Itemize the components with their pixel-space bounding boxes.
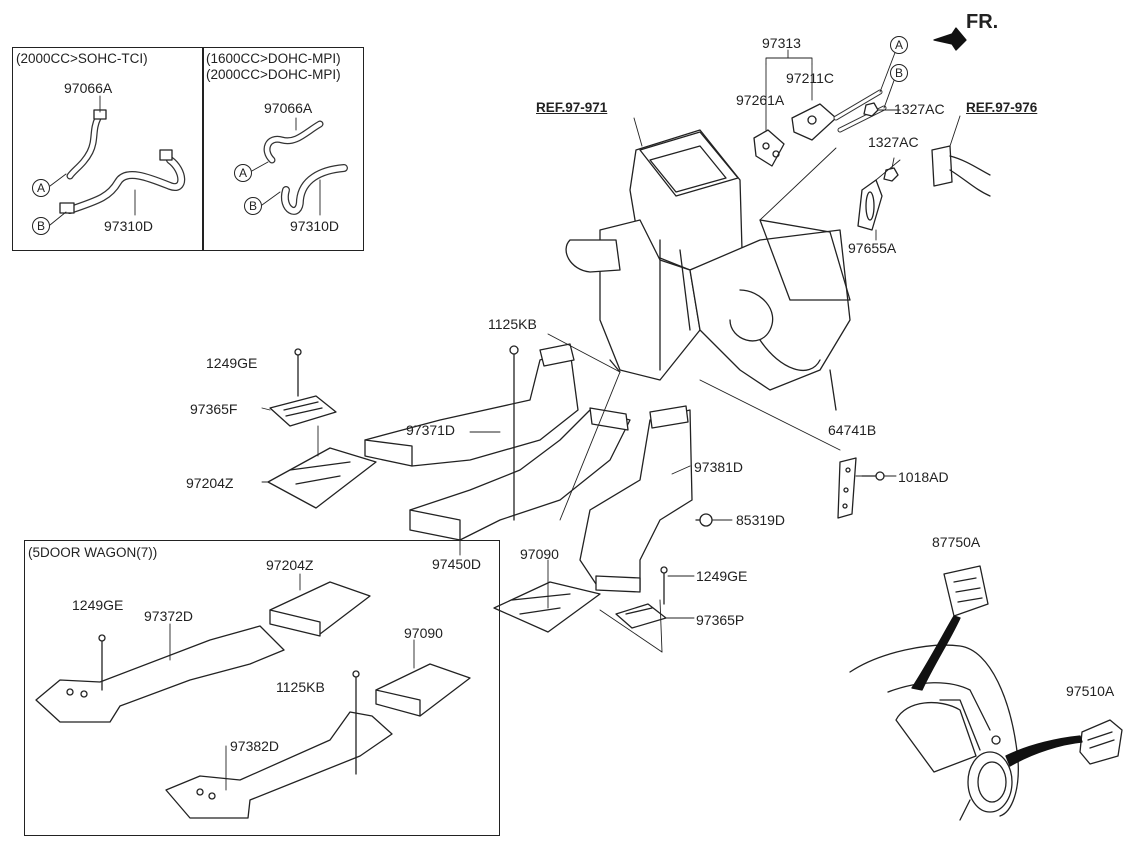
- part-1249GE-lower: 1249GE: [696, 568, 748, 584]
- part-97510A: 97510A: [1066, 683, 1115, 699]
- callout-swoosh-97510A: [1005, 735, 1083, 767]
- hose-variant-box: [12, 47, 364, 251]
- condition-2000-dohc: (2000CC>DOHC-MPI): [206, 67, 341, 82]
- hose-left-lower: [59, 149, 186, 214]
- front-direction-label: FR.: [966, 11, 999, 33]
- hose-variant-divider: [202, 47, 204, 251]
- condition-5door-wagon: (5DOOR WAGON(7)): [28, 545, 158, 560]
- wagon-part-97382D: 97382D: [230, 738, 280, 754]
- marker-b-right: B: [244, 197, 262, 215]
- part-85319D: 85319D: [736, 512, 786, 528]
- duct-97382D: [165, 711, 393, 819]
- marker-b-top: B: [890, 64, 908, 82]
- part-97655A: 97655A: [848, 240, 897, 256]
- heater-unit-assembly: [565, 129, 851, 411]
- marker-a-right: A: [234, 164, 252, 182]
- marker-a-top: A: [890, 36, 908, 54]
- wagon-part-1125KB: 1125KB: [276, 679, 325, 695]
- screws-center: [294, 345, 668, 605]
- hex-nut-1327AC-mid: [883, 167, 899, 182]
- part-1125KB: 1125KB: [488, 316, 537, 332]
- filter-plate-97090-wagon: [375, 663, 471, 717]
- leader-lines-top: [633, 49, 961, 241]
- wagon-part-97090: 97090: [404, 625, 443, 641]
- pipe-fitting-97261A: [753, 129, 785, 167]
- front-arrow-icon: [933, 27, 967, 51]
- wagon-part-1249GE: 1249GE: [72, 597, 124, 613]
- clip-85319D: [695, 513, 713, 527]
- part-1327AC-top: 1327AC: [894, 101, 945, 117]
- part-97211C: 97211C: [786, 70, 835, 86]
- filter-plate-97204Z-wagon: [269, 581, 371, 637]
- ref-97-971: REF.97-971: [536, 100, 608, 115]
- marker-b-left: B: [32, 217, 50, 235]
- vent-grille-87750A: [943, 565, 989, 617]
- hose-right-lower: [280, 164, 348, 215]
- part-64741B: 64741B: [828, 422, 877, 438]
- part-87750A: 87750A: [932, 534, 981, 550]
- car-body-illustration: [849, 644, 1019, 821]
- part-97381D: 97381D: [694, 459, 744, 475]
- hose-right-upper: [263, 120, 324, 164]
- grommet-97655A: [857, 179, 883, 231]
- part-1249GE-upper: 1249GE: [206, 355, 258, 371]
- part-97261A: 97261A: [736, 92, 785, 108]
- leader-lines-wagon: [169, 573, 415, 791]
- part-97204Z: 97204Z: [186, 475, 234, 491]
- leader-lines-middle: [261, 333, 897, 653]
- part-97310D-left: 97310D: [104, 218, 154, 234]
- bracket-64741B: [837, 457, 857, 519]
- wagon-part-97372D: 97372D: [144, 608, 194, 624]
- filter-plate-97204Z: [267, 447, 377, 509]
- part-97371D: 97371D: [406, 422, 456, 438]
- vent-grille-97510A: [1079, 719, 1123, 765]
- part-97310D-right: 97310D: [290, 218, 340, 234]
- part-1327AC-mid: 1327AC: [868, 134, 919, 150]
- duct-97371D: [364, 343, 579, 467]
- duct-97450D: [409, 407, 631, 541]
- duct-97372D: [35, 625, 285, 723]
- wagon-variant-box: [24, 540, 500, 836]
- wagon-part-97204Z: 97204Z: [266, 557, 314, 573]
- screws-wagon: [98, 634, 360, 775]
- callout-swoosh-87750A: [911, 615, 961, 691]
- part-97313: 97313: [762, 35, 801, 51]
- marker-a-left: A: [32, 179, 50, 197]
- leader-lines-hose: [49, 95, 321, 226]
- part-1018AD: 1018AD: [898, 469, 949, 485]
- ref-976-pipes: [931, 145, 991, 197]
- part-97066A-right: 97066A: [264, 100, 313, 116]
- part-97450D: 97450D: [432, 556, 482, 572]
- condition-sohc-tci: (2000CC>SOHC-TCI): [16, 51, 148, 66]
- condition-1600-dohc: (1600CC>DOHC-MPI): [206, 51, 341, 66]
- duct-97381D: [579, 405, 693, 593]
- filter-cover-97365P: [615, 603, 667, 629]
- screw-1018AD: [861, 471, 885, 481]
- filter-cover-97365F: [269, 395, 337, 427]
- part-97066A-left: 97066A: [64, 80, 113, 96]
- part-97090: 97090: [520, 546, 559, 562]
- part-97365P: 97365P: [696, 612, 745, 628]
- filter-plate-97090: [493, 581, 601, 633]
- ref-97-976: REF.97-976: [966, 100, 1038, 115]
- hex-nut-1327AC-top: [863, 102, 879, 117]
- part-97365F: 97365F: [190, 401, 238, 417]
